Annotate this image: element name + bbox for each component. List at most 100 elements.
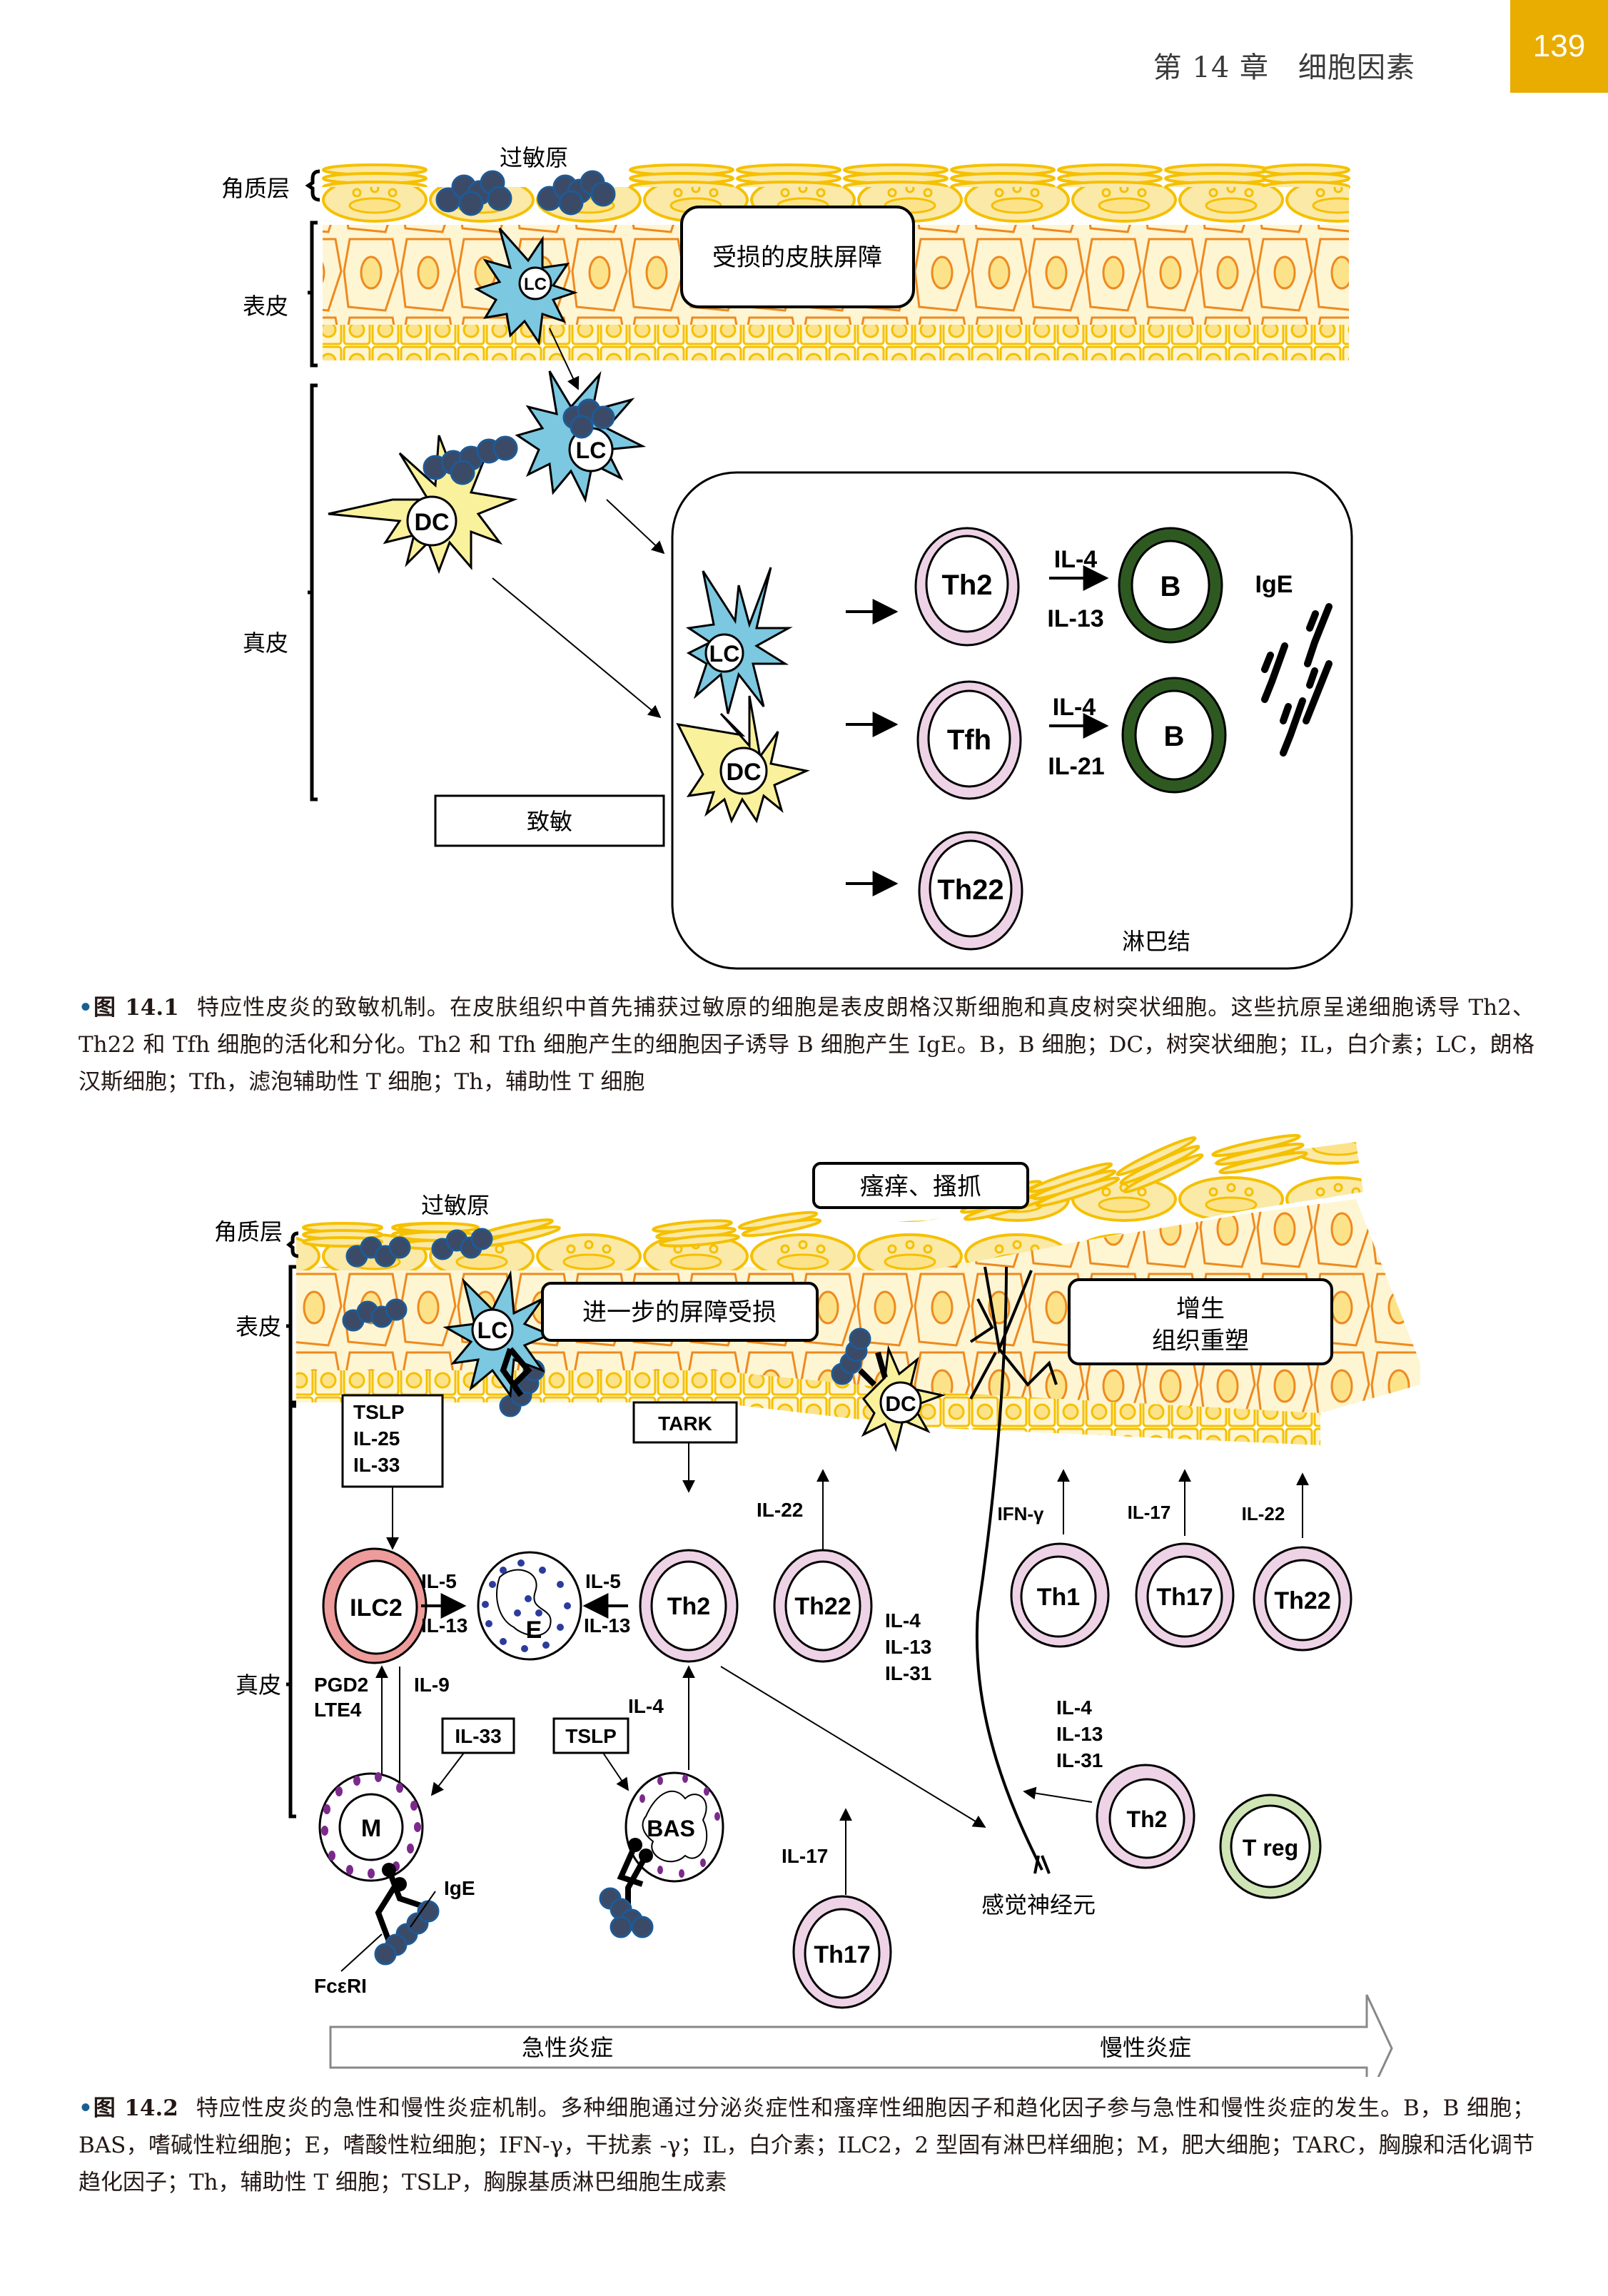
lc-cell-node: LC [685, 567, 793, 714]
bullet-icon: • [79, 2095, 93, 2121]
th2-cell-right: Th2 [1096, 1764, 1195, 1869]
th2b-nerve-il4: IL-4 [1056, 1696, 1092, 1719]
il17-label: IL-17 [1128, 1502, 1171, 1523]
th2-il5: IL-5 [585, 1570, 621, 1592]
lc-cell-epidermis: LC [474, 228, 578, 346]
allergen-label-2: 过敏原 [421, 1192, 490, 1219]
svg-text:ILC2: ILC2 [350, 1594, 403, 1622]
allergen-label: 过敏原 [500, 144, 568, 171]
hyperplasia-label: 增生 [1176, 1295, 1225, 1323]
itch-scratch-box [812, 1162, 1029, 1209]
hyperplasia-box [1068, 1278, 1333, 1365]
dc-cell-fig2: DC [858, 1345, 946, 1452]
figure-14-1: 角质层 表皮 真皮 过敏原 LC 受损的皮肤屏障 LC DC 致敏 淋巴结 LC [221, 144, 1353, 970]
right-cell-arrows [1057, 1469, 1309, 1538]
th2-nerve-il31: IL-31 [885, 1662, 931, 1684]
basal-layer [323, 325, 1349, 360]
label-stratum-corneum-2: 角质层 [214, 1218, 283, 1245]
svg-text:BAS: BAS [647, 1816, 695, 1841]
pgd2-label: PGD2 [314, 1674, 368, 1696]
fceri-label: FcεRI [314, 1975, 367, 1997]
tslp-label: TSLP [565, 1725, 617, 1747]
ige-label-fig2: IgE [444, 1877, 475, 1899]
tark-box [632, 1401, 738, 1444]
node-arrows [846, 565, 1109, 896]
svg-text:DC: DC [414, 509, 449, 536]
th17-cell-bottom: Th17 [792, 1895, 892, 2009]
ilc2-inputs-box [341, 1394, 444, 1488]
mast-cell: M [318, 1772, 440, 1966]
layer-brackets [305, 169, 320, 801]
th22-il22: IL-22 [757, 1499, 803, 1521]
svg-text:LC: LC [576, 438, 607, 463]
label-epidermis-2: 表皮 [236, 1313, 281, 1340]
bas-il4-label: IL-4 [628, 1695, 664, 1717]
th2-nerve-il4: IL-4 [885, 1609, 921, 1632]
th2-il13: IL-13 [584, 1614, 630, 1637]
caption-text: 特应性皮炎的急性和慢性炎症机制。多种细胞通过分泌炎症性和瘙痒性细胞因子和趋化因子… [79, 2095, 1534, 2195]
lc-label: LC [524, 275, 547, 294]
arrow-tslp-bas [602, 1752, 629, 1791]
svg-text:Tfh: Tfh [947, 724, 991, 756]
cytokine-il13: IL-13 [1047, 605, 1103, 632]
lte4-label: LTE4 [314, 1699, 362, 1721]
svg-text:Th2: Th2 [667, 1593, 710, 1620]
input-il33: IL-33 [353, 1454, 400, 1476]
il33-box [441, 1717, 515, 1754]
svg-text:B: B [1164, 721, 1185, 752]
input-il25: IL-25 [353, 1427, 400, 1450]
th22-cell-node: Th22 [918, 831, 1023, 951]
tark-label: TARK [658, 1412, 712, 1435]
caption-label: 图 14.2 [92, 2095, 178, 2121]
tfh-cell-node: Tfh [916, 680, 1022, 800]
caption-text: 特应性皮炎的致敏机制。在皮肤组织中首先捕获过敏原的细胞是表皮朗格汉斯细胞和真皮树… [79, 995, 1534, 1095]
arrow-th2-nerve [720, 1666, 986, 1828]
cytokine-il4-b: IL-4 [1053, 694, 1096, 721]
ifng-label: IFN-γ [998, 1503, 1045, 1524]
chronic-inflammation-label: 慢性炎症 [1100, 2034, 1191, 2061]
svg-text:LC: LC [477, 1318, 508, 1343]
eosinophil-cell: E [477, 1551, 582, 1661]
th2b-nerve-il31: IL-31 [1056, 1749, 1103, 1771]
svg-text:Th1: Th1 [1037, 1584, 1080, 1611]
svg-text:Th17: Th17 [1156, 1584, 1213, 1611]
further-damage-label: 进一步的屏障受损 [582, 1298, 777, 1327]
label-dermis: 真皮 [243, 629, 288, 657]
svg-text:E: E [526, 1617, 542, 1644]
sensory-neuron-label: 感觉神经元 [981, 1891, 1096, 1918]
ige-pointer [410, 1891, 436, 1928]
svg-text:Th22: Th22 [1274, 1587, 1330, 1614]
cytokine-il4-a: IL-4 [1054, 546, 1098, 573]
ilc2-cell: ILC2 [322, 1547, 428, 1664]
input-tslp: TSLP [353, 1401, 405, 1423]
ilc2-il5: IL-5 [421, 1570, 457, 1592]
svg-text:Th22: Th22 [937, 874, 1003, 906]
lc-cell-fig2: LC [443, 1270, 552, 1399]
tslp-box [552, 1717, 629, 1754]
ige-antibodies [1261, 603, 1333, 757]
acute-inflammation-label: 急性炎症 [522, 2034, 613, 2061]
cytokine-il21: IL-21 [1048, 753, 1104, 780]
lc-cell-dermis: LC [515, 370, 647, 503]
label-epidermis: 表皮 [243, 293, 288, 320]
layer-brackets-fig2 [285, 1231, 299, 1819]
svg-text:Th22: Th22 [794, 1593, 851, 1620]
further-damage-box [541, 1282, 819, 1342]
damaged-barrier-label: 受损的皮肤屏障 [712, 243, 882, 272]
dc-cell-node: DC [676, 695, 810, 824]
b-cell-1: B [1118, 527, 1223, 644]
basophil-cell: BAS [599, 1771, 724, 1938]
lymph-node-label: 淋巴结 [1122, 928, 1190, 955]
th2-cell-node: Th2 [914, 527, 1020, 647]
timeline-arrow [329, 1994, 1393, 2077]
page-number: 139 [1510, 0, 1608, 93]
svg-text:Th17: Th17 [814, 1941, 870, 1968]
th17-il17-label: IL-17 [782, 1845, 828, 1867]
remodeling-label: 组织重塑 [1152, 1327, 1249, 1355]
ige-label-fig1: IgE [1255, 571, 1293, 598]
th2-cell-fig2: Th2 [639, 1549, 739, 1663]
allergen-clusters-2 [342, 1228, 871, 1417]
sensitization-label: 致敏 [527, 808, 572, 835]
th1-cell: Th1 [1010, 1542, 1110, 1648]
